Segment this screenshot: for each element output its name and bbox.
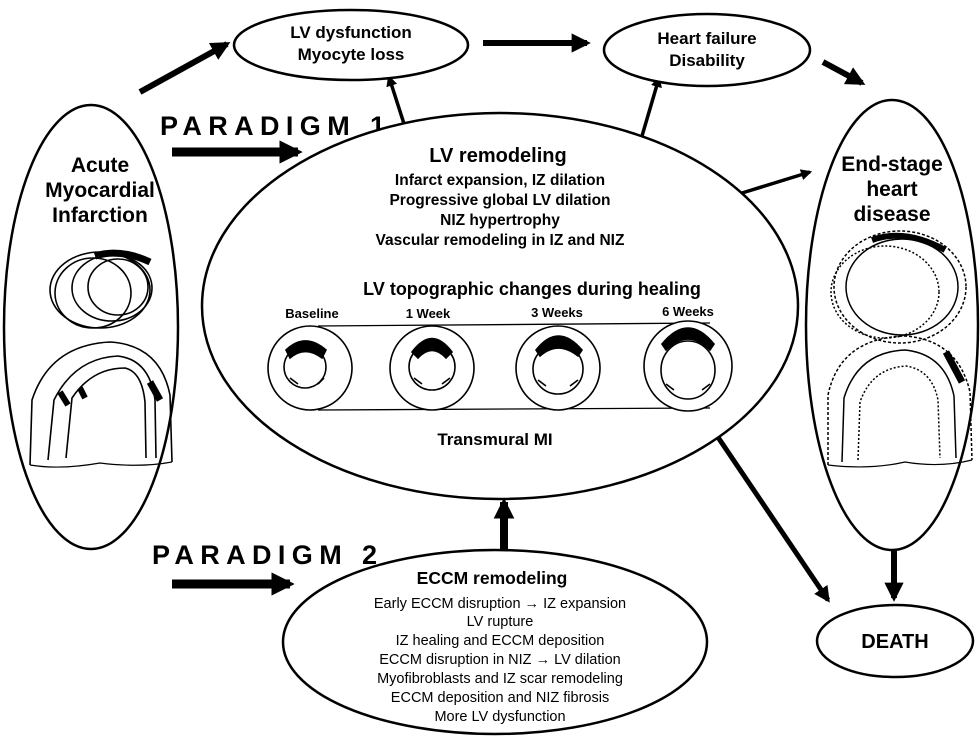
ecm-remodeling-item: ECCM deposition and NIZ fibrosis bbox=[391, 690, 609, 706]
lv-dysfunction-label-2: Myocyte loss bbox=[298, 45, 405, 64]
topography-envelope bbox=[317, 322, 711, 411]
acute-mi-long-axis-heart bbox=[29, 341, 173, 468]
paradigm-2-label: PARADIGM 2 bbox=[152, 540, 377, 570]
ecm-remodeling-item: Myofibroblasts and IZ scar remodeling bbox=[377, 671, 623, 687]
lv-dysfunction-label-1: LV dysfunction bbox=[290, 23, 412, 42]
arrow-heart-failure-to-end-stage bbox=[821, 59, 866, 86]
ecm-remodeling-item: More LV dysfunction bbox=[434, 709, 565, 725]
ecm-remodeling-item: ECCM disruption in NIZ → LV dilation bbox=[379, 652, 621, 668]
topography-title: LV topographic changes during healing bbox=[363, 279, 701, 299]
acute-mi-label-1: Acute bbox=[71, 154, 129, 177]
lv-remodeling-node: LV remodeling Infarct expansion, IZ dila… bbox=[200, 111, 800, 501]
acute-mi-node: Acute Myocardial Infarction bbox=[2, 103, 180, 551]
death-label: DEATH bbox=[861, 631, 928, 653]
6-weeks-heart bbox=[643, 320, 733, 412]
ecm-remodeling-title: ECCM remodeling bbox=[417, 568, 568, 588]
arrow-remodeling-to-lv-dysfunction bbox=[386, 74, 408, 131]
topography-caption: Transmural MI bbox=[437, 430, 552, 449]
lv-remodeling-title: LV remodeling bbox=[429, 145, 566, 167]
end-stage-node: End-stage heart disease bbox=[804, 98, 980, 552]
arrow-remodeling-to-death bbox=[702, 416, 831, 603]
arrow-acute-to-lv-dysfunction bbox=[138, 41, 231, 95]
lv-remodeling-item: Vascular remodeling in IZ and NIZ bbox=[376, 232, 625, 249]
end-stage-label-1: End-stage bbox=[841, 153, 943, 176]
ecm-remodeling-item: IZ healing and ECCM deposition bbox=[396, 633, 605, 649]
end-stage-long-axis-heart bbox=[827, 335, 973, 468]
lv-dysfunction-node: LV dysfunction Myocyte loss bbox=[232, 8, 470, 82]
arrows bbox=[138, 33, 904, 603]
acute-mi-label-2: Myocardial bbox=[45, 179, 155, 202]
lv-remodeling-item: NIZ hypertrophy bbox=[440, 212, 560, 229]
lv-remodeling-item: Progressive global LV dilation bbox=[389, 192, 610, 209]
end-stage-label-2: heart bbox=[866, 178, 917, 201]
baseline-heart bbox=[267, 325, 353, 411]
topography-stage-label: 1 Week bbox=[406, 306, 451, 321]
paradigm-1-label: PARADIGM 1 bbox=[160, 111, 385, 141]
1-week-heart bbox=[389, 325, 475, 411]
acute-mi-label-3: Infarction bbox=[52, 204, 148, 227]
ecm-remodeling-item: LV rupture bbox=[467, 614, 534, 630]
heart-failure-node: Heart failure Disability bbox=[602, 12, 812, 88]
acute-mi-short-axis-heart bbox=[49, 249, 153, 329]
death-node: DEATH bbox=[815, 603, 975, 679]
topography-stage-label: Baseline bbox=[285, 306, 338, 321]
ecm-remodeling-node: ECCM remodeling Early ECCM disruption → … bbox=[281, 548, 709, 736]
heart-failure-label-1: Heart failure bbox=[657, 29, 756, 48]
heart-failure-label-2: Disability bbox=[669, 51, 745, 70]
ecm-remodeling-item: Early ECCM disruption → IZ expansion bbox=[374, 596, 626, 612]
topography-stage-label: 3 Weeks bbox=[531, 305, 583, 320]
arrow-remodeling-to-heart-failure bbox=[640, 75, 662, 137]
lv-remodeling-item: Infarct expansion, IZ dilation bbox=[395, 172, 605, 189]
end-stage-label-3: disease bbox=[853, 203, 930, 226]
arrow-remodeling-to-end-stage bbox=[741, 169, 813, 195]
end-stage-short-axis-heart bbox=[830, 230, 967, 344]
3-weeks-heart bbox=[515, 325, 601, 411]
topography-stage-label: 6 Weeks bbox=[662, 304, 714, 319]
